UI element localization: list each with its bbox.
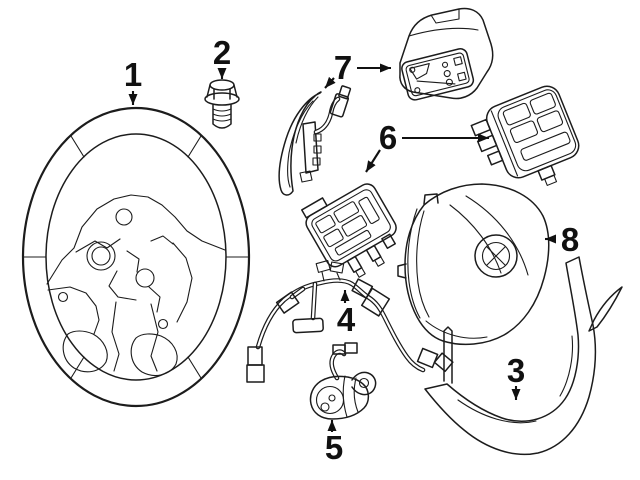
arrow-to-paddle (324, 76, 336, 89)
callout-label-8: 8 (561, 221, 579, 258)
harness-flat-connector (292, 317, 324, 334)
harness-drawing (246, 260, 454, 383)
harness-large-connector (361, 287, 391, 317)
callout-label-4: 4 (337, 301, 356, 338)
hex-bolt-drawing (204, 79, 240, 129)
shift-paddle-drawing (278, 85, 352, 196)
callout-label-2: 2 (213, 34, 231, 71)
callout-label-3: 3 (507, 352, 525, 389)
callout-label-1: 1 (124, 56, 142, 93)
callout-label-6: 6 (379, 119, 397, 156)
brand-roundel-emblem (474, 234, 518, 278)
paddle-connector (329, 85, 352, 118)
motor-drawing (309, 342, 377, 420)
airbag-drawing (397, 183, 550, 346)
callout-label-5: 5 (325, 429, 343, 466)
arrow-to-left-switch (365, 149, 381, 173)
steering-wheel-drawing (21, 106, 251, 408)
trim-cover-drawing (424, 256, 623, 456)
harness-branch-connector (275, 291, 300, 314)
top-switch-drawing (399, 7, 494, 101)
harness-connector-right (416, 347, 439, 369)
callout-labels: 1 2 3 4 5 6 7 8 (124, 34, 579, 466)
left-switch-drawing (301, 183, 397, 278)
callout-arrows (128, 63, 556, 432)
callout-label-7: 7 (334, 49, 352, 86)
harness-connector-left (247, 346, 263, 366)
right-switch-drawing (470, 85, 580, 186)
